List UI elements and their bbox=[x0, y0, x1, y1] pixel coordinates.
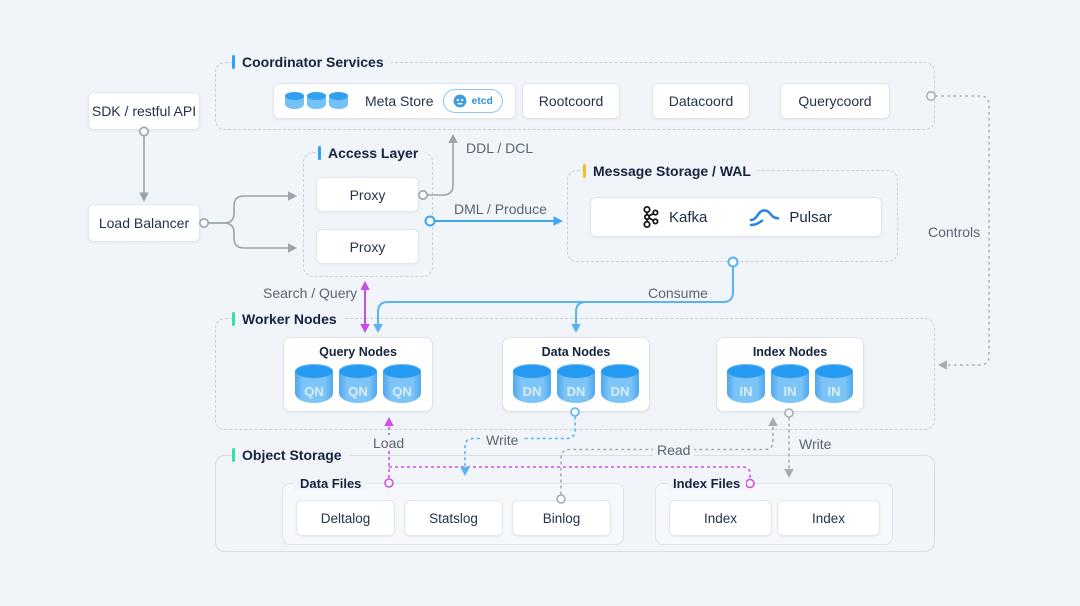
load-balancer-node: Load Balancer bbox=[88, 204, 200, 242]
datacoord-label: Datacoord bbox=[668, 93, 734, 109]
blue-accent-bar-icon bbox=[232, 55, 235, 69]
dml-produce-label: DML / Produce bbox=[450, 201, 551, 217]
meta-store-label: Meta Store bbox=[365, 93, 434, 109]
data-nodes-title: Data Nodes bbox=[541, 345, 611, 359]
ddl-dcl-label: DDL / DCL bbox=[462, 140, 538, 156]
etcd-badge: etcd bbox=[442, 89, 503, 113]
search-query-label: Search / Query bbox=[259, 285, 362, 301]
kafka-item: Kafka bbox=[640, 205, 707, 229]
statslog-node: Statslog bbox=[404, 500, 503, 536]
pulsar-icon bbox=[750, 208, 780, 226]
database-icon bbox=[307, 92, 326, 110]
pulsar-label: Pulsar bbox=[789, 208, 832, 226]
brokers-node: Kafka Pulsar bbox=[590, 197, 882, 237]
message-storage-title: Message Storage / WAL bbox=[583, 163, 758, 179]
green-accent-bar-icon bbox=[232, 312, 235, 326]
deltalog-label: Deltalog bbox=[320, 510, 371, 526]
write-index-label: Write bbox=[795, 436, 836, 452]
loadbalancer-to-proxies-arrows bbox=[199, 191, 297, 253]
query-node-cylinder-icon: QN bbox=[339, 364, 377, 403]
load-label: Load bbox=[369, 435, 409, 451]
database-icon bbox=[329, 92, 348, 110]
deltalog-node: Deltalog bbox=[296, 500, 395, 536]
yellow-accent-bar-icon bbox=[583, 164, 586, 178]
dml-produce-arrow bbox=[424, 215, 563, 227]
data-node-cylinder-icon: DN bbox=[557, 364, 595, 403]
index-nodes-group: Index Nodes IN IN IN bbox=[716, 337, 864, 412]
database-icon bbox=[285, 92, 304, 110]
querycoord-label: Querycoord bbox=[798, 93, 872, 109]
binlog-label: Binlog bbox=[542, 510, 581, 526]
sdk-node: SDK / restful API bbox=[88, 92, 200, 130]
load-balancer-label: Load Balancer bbox=[98, 215, 190, 231]
data-files-title: Data Files bbox=[294, 476, 368, 491]
worker-nodes-title: Worker Nodes bbox=[232, 311, 344, 327]
read-label: Read bbox=[653, 442, 695, 458]
coordinator-services-title: Coordinator Services bbox=[232, 54, 391, 70]
blue-accent-bar-icon bbox=[318, 146, 321, 160]
kafka-label: Kafka bbox=[669, 208, 708, 226]
index-files-title: Index Files bbox=[667, 476, 747, 491]
access-layer-title: Access Layer bbox=[318, 145, 426, 161]
pulsar-item: Pulsar bbox=[749, 207, 832, 228]
binlog-node: Binlog bbox=[512, 500, 611, 536]
index-file-node-2: Index bbox=[777, 500, 880, 536]
query-nodes-group: Query Nodes QN QN QN bbox=[283, 337, 433, 412]
data-node-cylinder-icon: DN bbox=[513, 364, 551, 403]
kafka-icon bbox=[643, 205, 659, 228]
query-nodes-title: Query Nodes bbox=[319, 345, 397, 359]
proxy-label: Proxy bbox=[349, 186, 386, 203]
etcd-badge-label: etcd bbox=[471, 95, 493, 107]
querycoord-node: Querycoord bbox=[780, 83, 890, 119]
index-file-label: Index bbox=[811, 510, 846, 526]
controls-label: Controls bbox=[924, 224, 985, 240]
proxy-label: Proxy bbox=[349, 238, 386, 255]
green-accent-bar-icon bbox=[232, 448, 235, 462]
database-icons bbox=[285, 92, 348, 110]
query-node-cylinder-icon: QN bbox=[383, 364, 421, 403]
rootcoord-node: Rootcoord bbox=[522, 83, 620, 119]
datacoord-node: Datacoord bbox=[652, 83, 750, 119]
proxy-node-1: Proxy bbox=[316, 177, 419, 212]
data-nodes-group: Data Nodes DN DN DN bbox=[502, 337, 650, 412]
query-node-cylinder-icon: QN bbox=[295, 364, 333, 403]
index-node-cylinder-icon: IN bbox=[815, 364, 853, 403]
index-file-label: Index bbox=[703, 510, 738, 526]
data-node-cylinder-icon: DN bbox=[601, 364, 639, 403]
index-file-node-1: Index bbox=[669, 500, 772, 536]
consume-label: Consume bbox=[644, 285, 712, 301]
write-data-label: Write bbox=[482, 432, 523, 448]
index-node-cylinder-icon: IN bbox=[727, 364, 765, 403]
sdk-to-loadbalancer-arrow bbox=[139, 126, 150, 202]
index-node-cylinder-icon: IN bbox=[771, 364, 809, 403]
etcd-icon bbox=[453, 94, 467, 108]
sdk-label: SDK / restful API bbox=[91, 103, 197, 119]
statslog-label: Statslog bbox=[429, 510, 478, 526]
index-nodes-title: Index Nodes bbox=[752, 345, 828, 359]
proxy-node-2: Proxy bbox=[316, 229, 419, 264]
meta-store-node: Meta Store etcd bbox=[273, 83, 516, 119]
object-storage-title: Object Storage bbox=[232, 447, 349, 463]
rootcoord-label: Rootcoord bbox=[538, 93, 604, 109]
